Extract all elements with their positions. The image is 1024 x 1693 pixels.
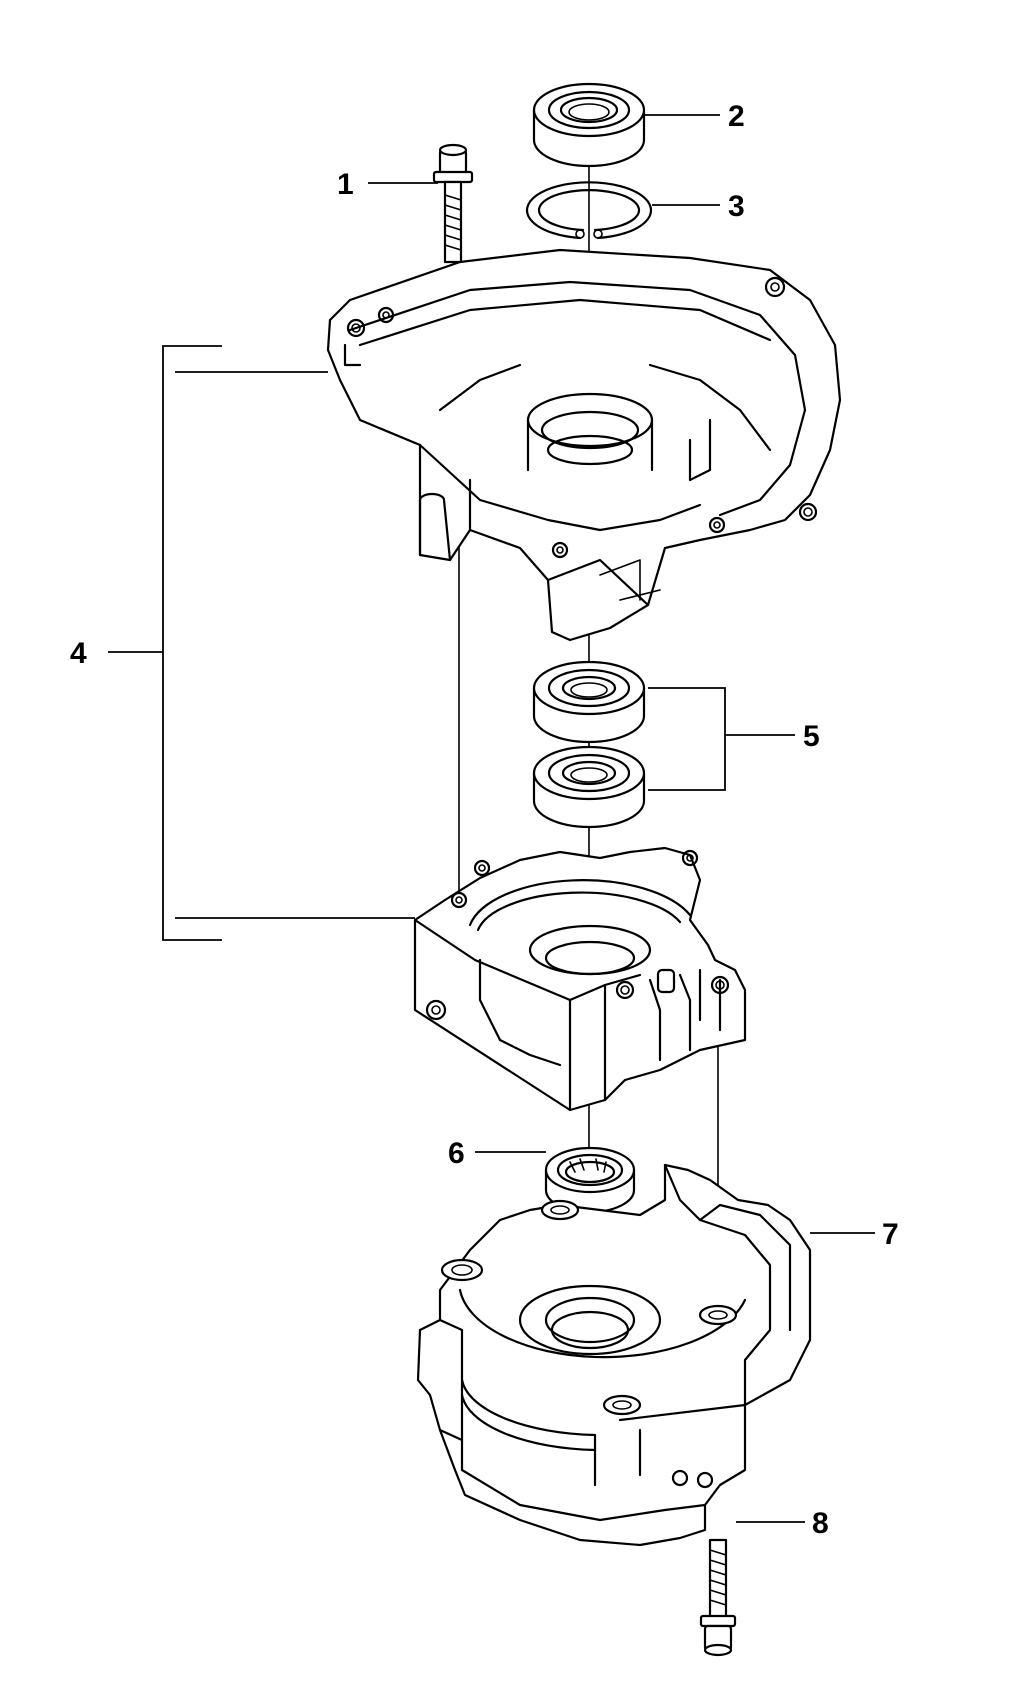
screw-top [432, 143, 474, 264]
crankcase-upper [326, 248, 842, 642]
screw-bottom [699, 1538, 737, 1657]
bearing-top [532, 82, 646, 168]
callout-4: 4 [70, 637, 87, 670]
bearing-pair [532, 660, 646, 829]
callout-7: 7 [882, 1218, 899, 1251]
callout-3: 3 [728, 190, 745, 223]
callout-5: 5 [803, 720, 820, 753]
callout-8: 8 [812, 1507, 829, 1540]
crankcase-lower [413, 846, 747, 1112]
callout-labels: 1 2 3 4 5 6 7 8 [70, 100, 899, 1540]
callout-1: 1 [337, 168, 354, 201]
circlip [525, 181, 653, 240]
callout-6: 6 [448, 1137, 465, 1170]
housing-cover [416, 1163, 812, 1547]
callout-2: 2 [728, 100, 745, 133]
leader-lines [108, 114, 875, 1523]
